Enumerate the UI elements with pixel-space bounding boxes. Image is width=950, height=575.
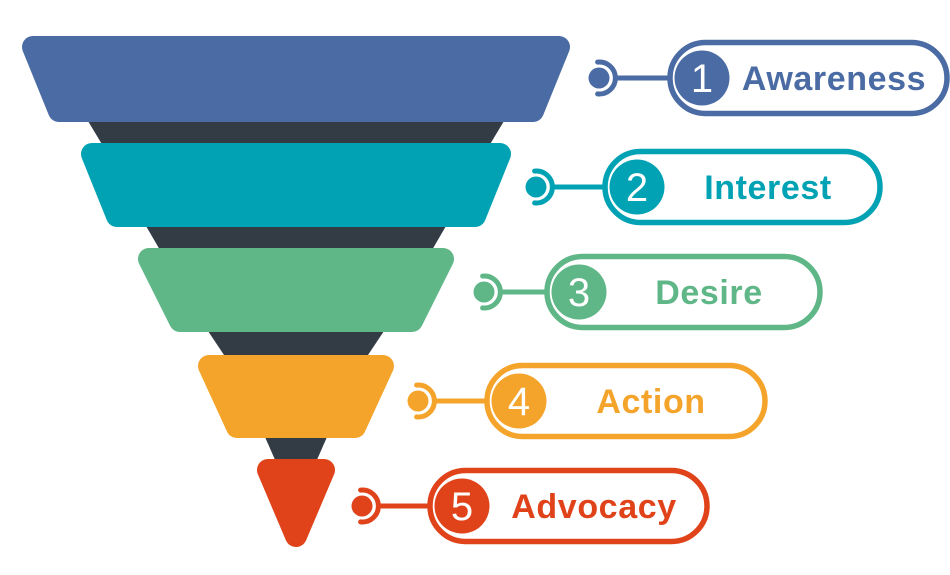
stage-pill [484, 362, 768, 440]
stage-callout-advocacy: 5 Advocacy [351, 467, 710, 545]
stage-callout-interest: 2 Interest [525, 148, 883, 226]
stage-label: Awareness [742, 60, 926, 98]
stage-number: 2 [626, 166, 648, 210]
stage-number: 4 [508, 380, 530, 424]
stage-pill [427, 467, 710, 545]
funnel-segment-awareness [22, 36, 570, 122]
stage-number-badge [491, 373, 547, 429]
funnel-segment-interest [81, 143, 511, 227]
stage-number-badge [609, 159, 665, 215]
funnel-neck-group [88, 121, 504, 462]
connector-dot-icon [473, 281, 495, 303]
stage-number: 5 [451, 485, 473, 529]
stage-callout-awareness: 1 Awareness [588, 39, 950, 117]
stage-number: 1 [691, 57, 713, 101]
stage-label: Action [596, 383, 705, 421]
funnel-segment-advocacy [257, 459, 335, 547]
funnel-segments [22, 36, 570, 547]
stage-pill [602, 148, 883, 226]
funnel-neck-2 [146, 226, 446, 250]
stage-callout-desire: 3 Desire [473, 253, 823, 331]
connector-dot-icon [407, 390, 429, 412]
funnel-neck-3 [208, 331, 384, 358]
stage-number-badge [674, 50, 730, 106]
stage-label: Advocacy [511, 488, 676, 526]
funnel-neck-4 [265, 437, 327, 462]
connector-dot-icon [588, 67, 610, 89]
stage-label: Interest [704, 169, 832, 207]
stage-callout-action: 4 Action [407, 362, 768, 440]
connector-dot-icon [525, 176, 547, 198]
funnel-neck-1 [88, 121, 504, 146]
stage-number-badge [551, 264, 607, 320]
stage-label: Desire [655, 274, 763, 312]
stage-number-badge [434, 478, 490, 534]
funnel-segment-action [198, 355, 394, 438]
funnel-segment-desire [138, 248, 454, 332]
connector-dot-icon [351, 495, 373, 517]
stage-pill [544, 253, 823, 331]
stage-number: 3 [568, 271, 590, 315]
stage-pill [667, 39, 950, 117]
